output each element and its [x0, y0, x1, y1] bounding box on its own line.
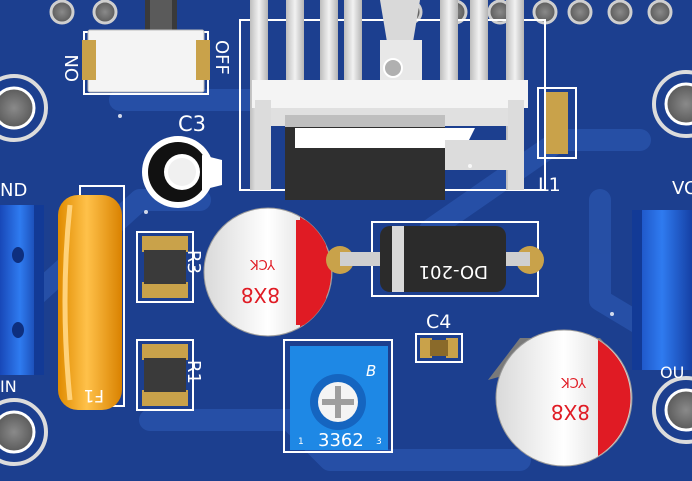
cap1-code: 8X8 — [241, 283, 280, 307]
output-terminal-block — [632, 210, 692, 370]
out-label: OU — [660, 363, 684, 382]
power-switch — [82, 0, 210, 95]
pot-pin3: 3 — [376, 437, 382, 447]
pot-code: 3362 — [318, 430, 364, 451]
on-label: ON — [62, 54, 83, 82]
capacitor-c4 — [415, 333, 463, 363]
cap2-code: 8X8 — [551, 400, 590, 424]
trim-potentiometer — [283, 339, 393, 453]
c3-label: C3 — [178, 112, 206, 136]
vo-label: VO — [672, 178, 692, 199]
input-terminal-block — [0, 205, 44, 375]
r3-label: R3 — [183, 250, 204, 274]
electrolytic-capacitor-1 — [203, 207, 333, 337]
l1-label: L1 — [538, 174, 561, 196]
f1-label: F1 — [83, 385, 104, 405]
pot-mark: B — [366, 362, 376, 380]
heatsink — [239, 0, 546, 191]
inductor-l1 — [537, 87, 577, 159]
fuse-f1 — [58, 185, 125, 410]
capacitor-c3 — [142, 136, 222, 208]
resistor-r3 — [136, 231, 194, 303]
resistor-r1 — [136, 339, 194, 411]
c4-label: C4 — [426, 311, 451, 333]
gnd-label: ND — [0, 180, 27, 201]
pot-pin1: 1 — [298, 437, 304, 447]
vias — [118, 114, 614, 316]
voltage-regulator — [285, 115, 510, 200]
off-label: OFF — [211, 40, 232, 75]
diode-marking: DO-201 — [419, 261, 488, 282]
r1-label: R1 — [183, 360, 204, 384]
cap1-brand: YCK — [250, 256, 276, 271]
diode — [326, 221, 544, 297]
cap2-brand: YCK — [561, 374, 587, 389]
electrolytic-capacitor-2 — [488, 329, 633, 467]
in-label: IN — [0, 377, 17, 396]
mounting-holes — [0, 70, 692, 466]
